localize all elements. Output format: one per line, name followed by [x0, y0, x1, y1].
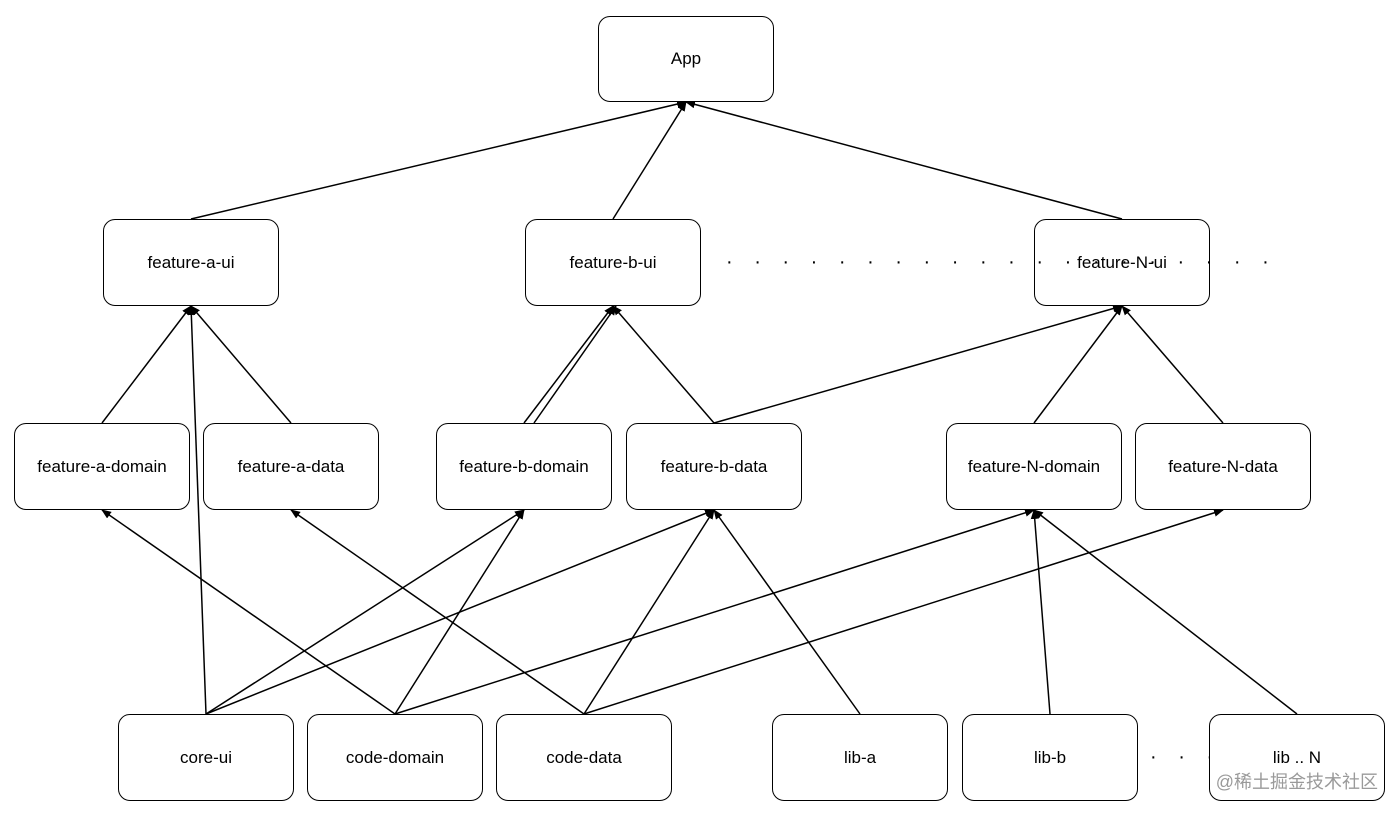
node-code-data[interactable]: code-data	[496, 714, 672, 801]
edge-code-data-to-feature-a-data	[290, 509, 585, 715]
node-lib-b[interactable]: lib-b	[962, 714, 1138, 801]
edge-code-domain-to-feature-a-domain	[101, 509, 396, 715]
watermark-text: @稀土掘金技术社区	[1215, 772, 1378, 792]
edge-code-data-to-feature-n-data	[583, 508, 1224, 715]
edge-feature-b-data-to-feature-b-ui	[612, 305, 715, 424]
node-core-ui[interactable]: core-ui	[118, 714, 294, 801]
edge-feature-b-ui-to-app	[612, 101, 687, 220]
edge-feature-b-domain-to-feature-b-ui	[533, 305, 617, 424]
edge-feature-a-domain-to-feature-a-ui	[101, 305, 192, 424]
edge-lib-n-to-feature-n-domain	[1033, 509, 1298, 715]
edge-feature-b-data-to-feature-n-ui	[713, 304, 1123, 424]
node-lib-n[interactable]: lib .. N	[1209, 714, 1385, 801]
node-code-domain[interactable]: code-domain	[307, 714, 483, 801]
edge-feature-a-ui-to-app	[190, 100, 687, 220]
edge-feature-n-data-to-feature-n-ui	[1121, 305, 1224, 424]
node-feature-b-data[interactable]: feature-b-data	[626, 423, 802, 510]
edge-core-ui-to-feature-b-domain	[205, 509, 525, 715]
node-feature-a-domain[interactable]: feature-a-domain	[14, 423, 190, 510]
edge-lib-b-to-feature-n-domain	[1030, 509, 1051, 715]
node-feature-n-data[interactable]: feature-N-data	[1135, 423, 1311, 510]
edge-code-domain-to-feature-b-domain	[394, 509, 525, 715]
edge-code-domain-to-feature-n-domain	[394, 508, 1035, 715]
edge-core-ui-to-feature-a-ui	[187, 305, 207, 715]
edge-feature-b-domain-to-feature-b-ui	[523, 305, 614, 424]
ellipsis-top: · · · · · · · · · · · · · · · · · · · ·	[726, 251, 1277, 273]
node-feature-n-domain[interactable]: feature-N-domain	[946, 423, 1122, 510]
node-lib-a[interactable]: lib-a	[772, 714, 948, 801]
edge-lib-a-to-feature-b-data	[713, 509, 861, 715]
edge-feature-n-domain-to-feature-n-ui	[1033, 305, 1123, 424]
node-app[interactable]: App	[598, 16, 774, 102]
edge-code-data-to-feature-b-data	[583, 509, 715, 715]
edge-feature-n-ui-to-app	[685, 100, 1123, 220]
node-feature-b-ui[interactable]: feature-b-ui	[525, 219, 701, 306]
node-feature-n-ui[interactable]: feature-N-ui	[1034, 219, 1210, 306]
node-feature-a-ui[interactable]: feature-a-ui	[103, 219, 279, 306]
node-feature-b-domain[interactable]: feature-b-domain	[436, 423, 612, 510]
node-feature-a-data[interactable]: feature-a-data	[203, 423, 379, 510]
edge-feature-a-data-to-feature-a-ui	[190, 305, 292, 424]
